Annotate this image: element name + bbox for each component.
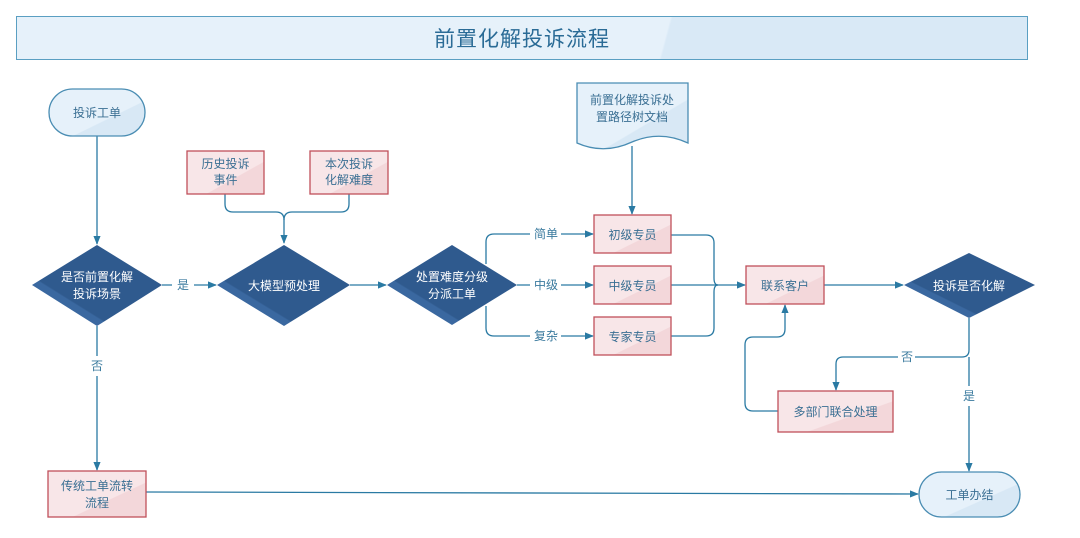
node-contact[interactable]: 联系客户 — [745, 265, 825, 305]
edge-labels: 是 否 简单 中级 复杂 否 是 — [91, 227, 975, 403]
edge-junior-to-contact — [671, 234, 719, 286]
node-difficulty-line2: 化解难度 — [325, 172, 373, 187]
node-expert-label: 专家专员 — [608, 329, 656, 344]
node-junior[interactable]: 初级专员 — [593, 214, 672, 254]
node-path-doc[interactable]: 前置化解投诉处 置路径树文档 — [576, 82, 689, 150]
node-start-label: 投诉工单 — [73, 105, 121, 120]
edge-label-resolved-yes: 是 — [963, 389, 975, 403]
edge-difficulty-to-llm — [283, 194, 350, 221]
node-decision-scene[interactable]: 是否前置化解 投诉场景 — [32, 245, 162, 326]
edge-label-medium: 中级 — [534, 277, 558, 292]
node-contact-label: 联系客户 — [761, 278, 809, 293]
node-decision-scene-line2: 投诉场景 — [73, 286, 121, 301]
edge-history-to-llm — [224, 194, 288, 244]
edge-label-resolved-no: 否 — [901, 350, 913, 364]
edge-multidept-to-contact — [744, 304, 789, 412]
node-traditional-line1: 传统工单流转 — [61, 478, 133, 493]
node-multidept-label: 多部门联合处理 — [793, 404, 877, 419]
node-start[interactable]: 投诉工单 — [48, 88, 146, 137]
edge-label-scene-yes: 是 — [177, 278, 189, 292]
node-traditional-line2: 流程 — [85, 495, 109, 510]
node-doc-line1: 前置化解投诉处 — [590, 92, 674, 107]
node-decision-scene-line1: 是否前置化解 — [61, 269, 133, 284]
edge-traditional-to-end — [145, 490, 919, 498]
node-dispatch[interactable]: 处置难度分级 分派工单 — [387, 245, 517, 325]
edge-label-complex: 复杂 — [534, 329, 558, 343]
node-resolved-label: 投诉是否化解 — [933, 278, 1005, 293]
node-middle[interactable]: 中级专员 — [593, 265, 672, 305]
diagram-title: 前置化解投诉流程 — [434, 27, 610, 51]
node-difficulty-input[interactable]: 本次投诉 化解难度 — [309, 150, 389, 195]
node-difficulty-line1: 本次投诉 — [325, 156, 373, 171]
title-banner: 前置化解投诉流程 — [16, 16, 1028, 60]
node-end[interactable]: 工单办结 — [918, 471, 1021, 518]
node-dispatch-line1: 处置难度分级 — [416, 269, 488, 284]
node-llm-label: 大模型预处理 — [248, 279, 320, 293]
edge-label-simple: 简单 — [534, 227, 558, 241]
node-end-label: 工单办结 — [945, 487, 993, 502]
node-history-line2: 事件 — [213, 173, 237, 187]
node-history-line1: 历史投诉 — [201, 156, 249, 171]
node-middle-label: 中级专员 — [608, 278, 656, 293]
edge-check-no — [836, 318, 970, 390]
node-resolved-check[interactable]: 投诉是否化解 — [904, 253, 1035, 318]
node-traditional[interactable]: 传统工单流转 流程 — [47, 470, 147, 518]
edge-dispatch-complex — [485, 306, 593, 336]
node-dispatch-line2: 分派工单 — [428, 287, 476, 301]
edge-expert-to-contact — [671, 284, 719, 337]
node-junior-label: 初级专员 — [608, 227, 656, 242]
node-expert[interactable]: 专家专员 — [593, 316, 672, 356]
node-multi-dept[interactable]: 多部门联合处理 — [777, 390, 894, 433]
node-doc-line2: 置路径树文档 — [596, 109, 668, 124]
edge-label-scene-no: 否 — [91, 359, 103, 373]
node-llm-preprocess[interactable]: 大模型预处理 — [217, 245, 350, 326]
connectors — [97, 136, 970, 498]
node-history-events[interactable]: 历史投诉 事件 — [186, 150, 265, 195]
edge-dispatch-simple — [485, 234, 593, 264]
